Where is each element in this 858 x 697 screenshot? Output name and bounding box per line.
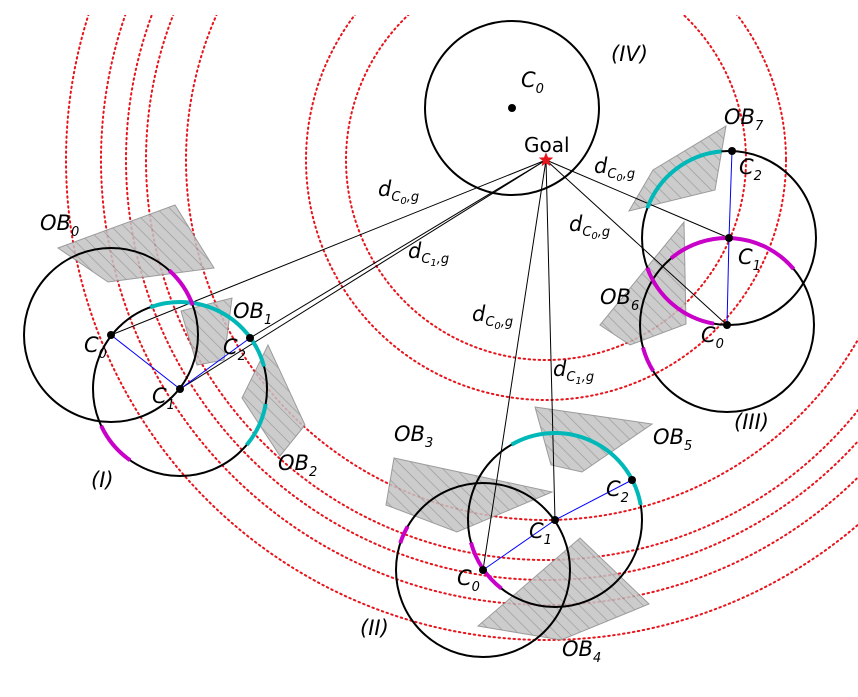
- circle-iv-c0: [424, 20, 600, 196]
- center-label-c0-iv: C0: [521, 68, 544, 97]
- obstacle-ob0: [56, 204, 215, 283]
- arc-iii-c0-blocked: [669, 236, 796, 271]
- center-dot-6: [628, 476, 636, 484]
- field-ring-0: [345, 15, 747, 361]
- obstacle-label-ob1: OB1: [233, 299, 272, 328]
- center-label-c2-i: C2: [223, 335, 246, 364]
- center-label-c1-iii: C1: [738, 245, 761, 274]
- distance-line-3: [482, 159, 547, 571]
- distance-label-d-c1-g-i: dC1,g: [408, 239, 449, 269]
- distance-line-2: [249, 159, 547, 339]
- arc-i-c0-blocked: [167, 268, 195, 306]
- goal-label: Goal: [524, 133, 570, 157]
- arc-iii-c1-blocked: [645, 267, 715, 326]
- distance-label-d-c0-g-iii-b: dC0,g: [569, 212, 610, 242]
- arc-iii-c0-blocked-low: [641, 346, 655, 373]
- center-dot-8: [725, 234, 733, 242]
- center-label-c0-iii: C0: [701, 323, 724, 352]
- obstacle-label-ob2: OB2: [278, 451, 317, 480]
- star-icon: [538, 152, 554, 167]
- center-dot-0: [508, 104, 516, 112]
- obstacle-ob5: [534, 406, 654, 473]
- center-label-c0-ii: C0: [457, 566, 480, 595]
- center-dot-4: [479, 566, 487, 574]
- arc-i-c1-reach: [149, 300, 266, 368]
- arcs-layer: [99, 149, 796, 591]
- center-dot-2: [176, 385, 184, 393]
- obstacle-ob3: [385, 457, 554, 533]
- distance-line-1: [179, 159, 547, 390]
- distance-line-4: [545, 159, 556, 521]
- arc-ii-c0-blocked: [398, 525, 410, 544]
- distance-lines: [110, 159, 730, 571]
- center-dot-1: [107, 331, 115, 339]
- distance-line-5: [545, 159, 728, 326]
- obstacle-label-ob0: OB0: [40, 211, 79, 240]
- distance-line-0: [110, 159, 547, 336]
- obstacle-label-ob6: OB6: [600, 285, 639, 314]
- field-ring-2: [185, 15, 858, 521]
- center-label-c2-iii: C2: [739, 155, 762, 184]
- obstacle-ob4: [476, 537, 650, 641]
- center-dot-9: [728, 147, 736, 155]
- center-label-c1-i: C1: [152, 384, 175, 413]
- field-ring-3: [145, 15, 858, 561]
- center-dots: [107, 104, 736, 574]
- case-label-iv: (IV): [611, 42, 648, 66]
- case-label-i: (I): [91, 468, 114, 492]
- distance-label-d-c1-g-ii: dC1,g: [553, 357, 594, 387]
- labels-layer: Goal (IV) (I) (II) (III) OB0 OB1 OB2 OB3…: [40, 42, 769, 666]
- obstacle-label-ob3: OB3: [394, 422, 433, 451]
- distance-line-6: [545, 159, 730, 239]
- distance-label-d-c0-g-ii: dC0,g: [472, 302, 513, 332]
- obstacle-label-ob4: OB4: [562, 637, 601, 666]
- center-label-c0-i: C0: [84, 333, 107, 362]
- center-dot-5: [551, 516, 559, 524]
- arc-i-c1-blocked: [99, 424, 132, 462]
- goal-marker: [538, 152, 554, 167]
- distance-label-d-c0-g-i: dC0,g: [378, 177, 419, 207]
- center-dot-7: [723, 321, 731, 329]
- arc-i-c1-reach-low: [245, 403, 268, 447]
- field-ring-1: [305, 15, 787, 401]
- arc-iii-c1-reach: [645, 149, 722, 209]
- obstacle-label-ob5: OB5: [653, 425, 692, 454]
- obstacle-ob6: [599, 220, 687, 346]
- case-label-ii: (II): [360, 616, 389, 640]
- center-label-c1-ii: C1: [529, 519, 552, 548]
- center-label-c2-ii: C2: [606, 477, 629, 506]
- case-label-iii: (III): [734, 410, 769, 434]
- circles-layer: [23, 20, 817, 658]
- obstacle-ob1: [180, 297, 233, 366]
- center-dot-3: [246, 334, 254, 342]
- circle-i-c0: [23, 247, 199, 423]
- distance-label-d-c0-g-iii-a: dC0,g: [594, 154, 635, 184]
- circle-ii-c0: [395, 482, 571, 658]
- obstacles-layer: [56, 125, 727, 641]
- obstacle-label-ob7: OB7: [724, 105, 764, 134]
- obstacle-ob2: [241, 343, 306, 457]
